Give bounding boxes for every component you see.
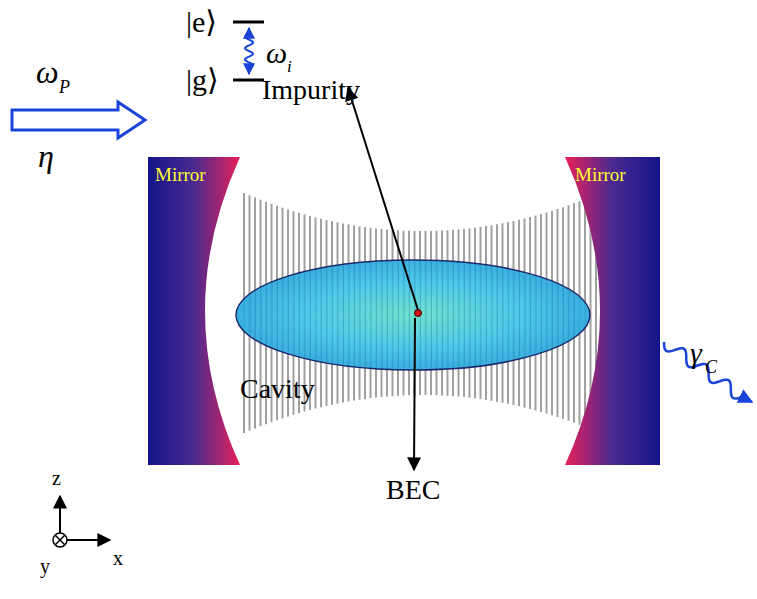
transition-wave	[245, 34, 253, 68]
subscript: i	[287, 58, 292, 75]
mirror-label: Mirror	[575, 165, 626, 184]
subscript: P	[59, 78, 70, 96]
impurity-dot	[415, 310, 422, 317]
axis-label: y	[40, 556, 50, 576]
pump-strength-symbol: η	[38, 140, 54, 172]
z-axis	[59, 496, 61, 533]
cavity-label: Cavity	[240, 375, 315, 403]
impurity-label: Impurity	[262, 76, 360, 104]
frequency-symbol: ω	[266, 38, 287, 68]
pump-frequency-symbol: ω	[36, 56, 59, 88]
x-axis	[67, 539, 110, 541]
bec-cloud	[236, 260, 590, 370]
output-wave	[664, 342, 742, 399]
bec-label: BEC	[386, 476, 440, 504]
mirror-shape	[148, 157, 240, 465]
output-arrow-head	[740, 396, 752, 402]
bec-pointer	[414, 318, 415, 470]
ground-level	[233, 79, 264, 82]
subscript: C	[705, 358, 717, 376]
cavity-mirror: Mirror	[565, 157, 660, 465]
y-axis-cross	[55, 535, 65, 545]
mirror-shape	[565, 157, 660, 465]
bec-fringes	[250, 262, 575, 368]
axis-label: x	[113, 548, 123, 568]
decay-symbol: γ	[690, 338, 702, 368]
excited-level	[233, 21, 264, 24]
axis-label: z	[52, 468, 61, 488]
state-ket: |e⟩	[186, 7, 217, 37]
impurity-pointer	[348, 88, 418, 310]
mirror-label: Mirror	[155, 165, 206, 184]
state-ket: |g⟩	[186, 65, 219, 95]
cavity-mirror: Mirror	[148, 157, 240, 465]
pump-arrow	[12, 102, 145, 138]
y-axis-into-page	[53, 533, 67, 547]
